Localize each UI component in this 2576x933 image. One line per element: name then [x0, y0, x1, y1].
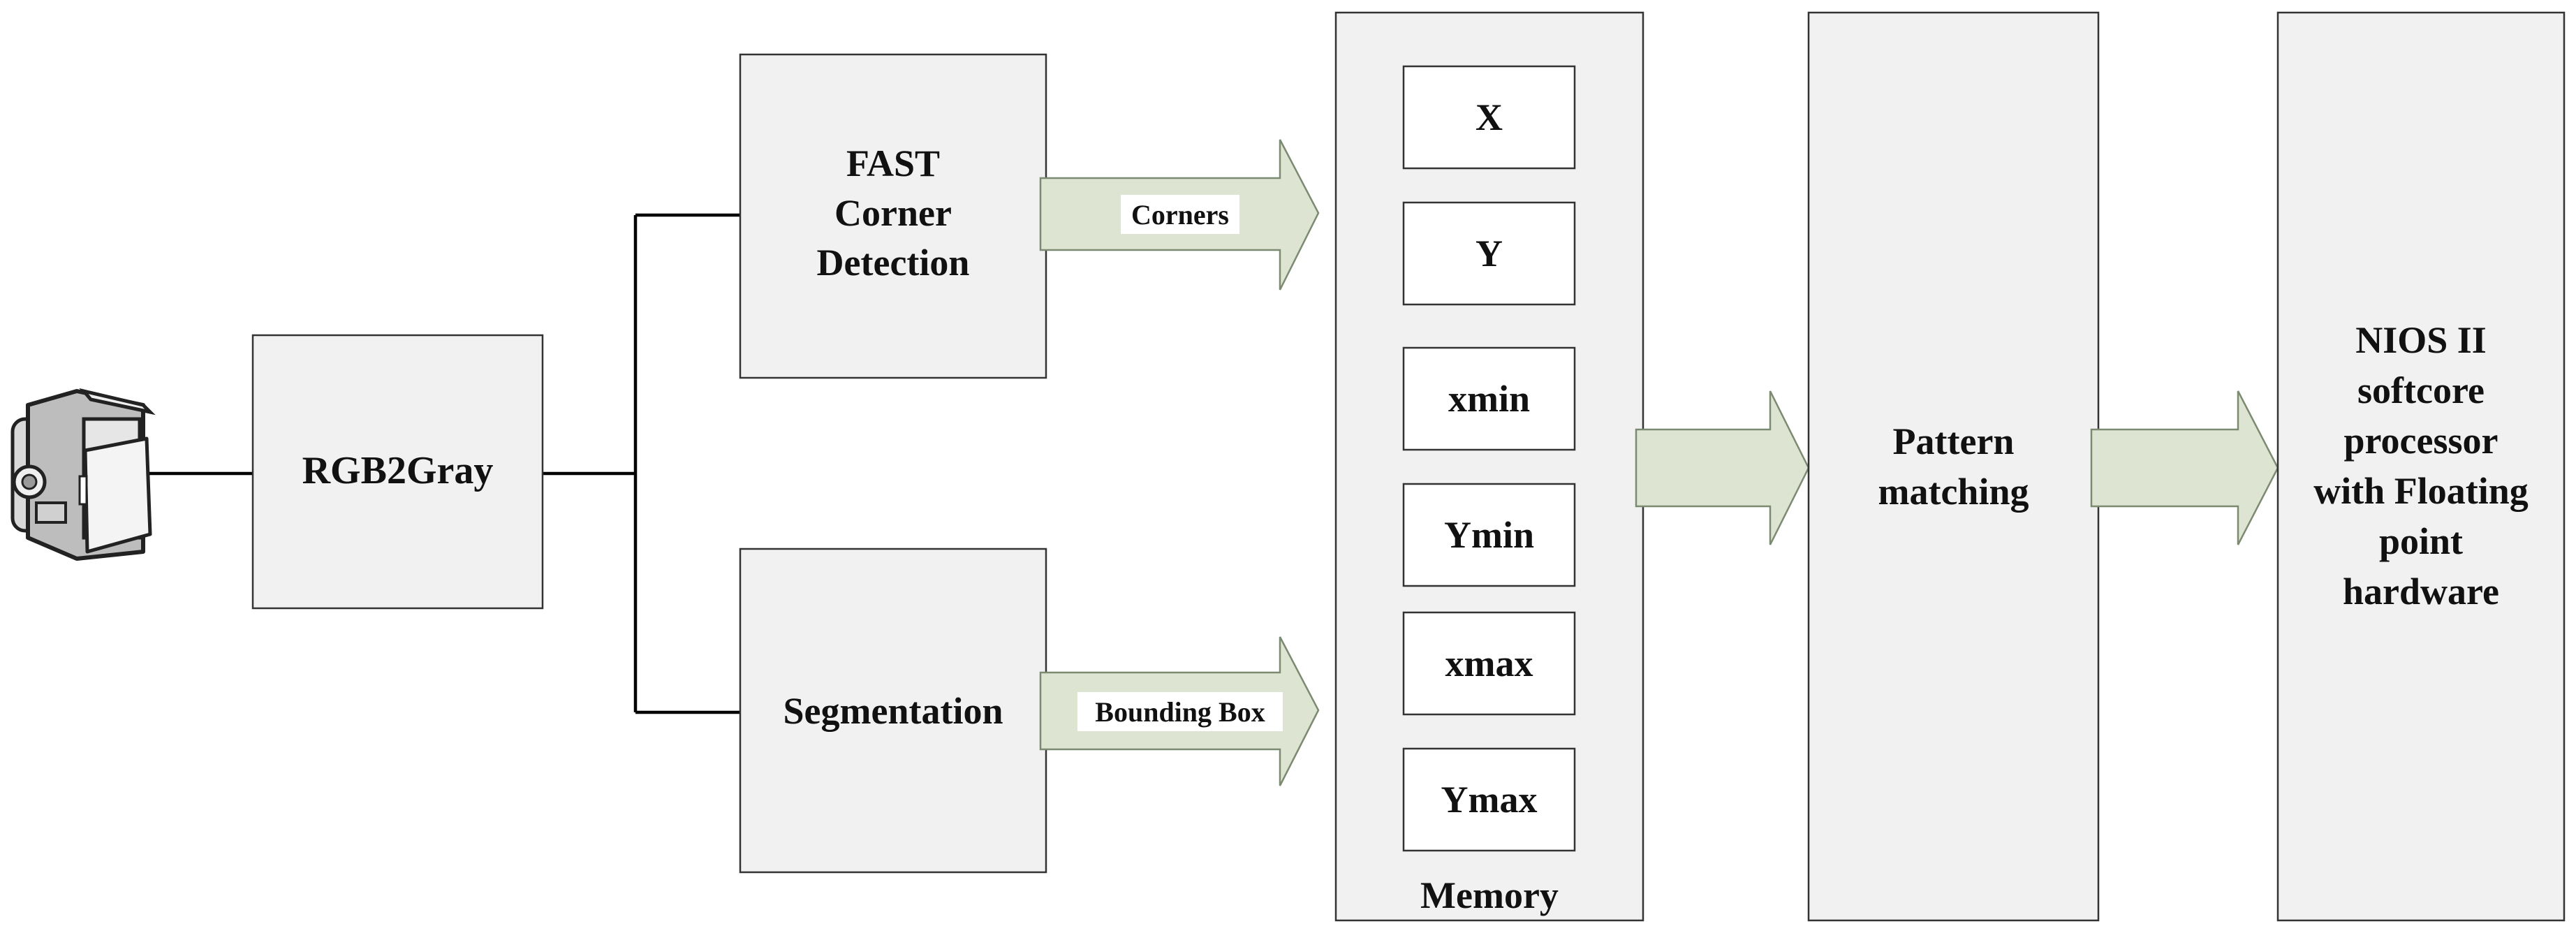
memory-cell-xmax: xmax — [1402, 611, 1576, 716]
fast-label-line-1: FAST — [846, 142, 940, 184]
pattern-to-nios-arrow — [2090, 390, 2279, 545]
nios-label-line-1: NIOS II — [2355, 319, 2487, 361]
video-camera-icon — [10, 388, 156, 561]
segmentation-block: Segmentation — [739, 548, 1047, 874]
nios-label-line-4: with Floating — [2313, 470, 2529, 512]
memory-block: X Y xmin Ymin xmax Ymax Memory — [1334, 11, 1644, 922]
fast-corner-detection-block: FAST Corner Detection — [739, 53, 1047, 379]
pattern-label-line-1: Pattern — [1893, 420, 2015, 462]
svg-text:Ymax: Ymax — [1441, 779, 1538, 821]
corners-arrow: Corners — [1039, 139, 1320, 291]
pattern-label-line-2: matching — [1878, 471, 2029, 513]
svg-text:xmax: xmax — [1445, 642, 1533, 684]
bounding-box-arrow: Bounding Box — [1039, 636, 1320, 786]
fast-label-line-3: Detection — [817, 242, 970, 284]
nios-label-line-3: processor — [2344, 420, 2498, 462]
nios-label-line-6: hardware — [2343, 571, 2499, 612]
svg-text:Y: Y — [1475, 233, 1503, 274]
segmentation-label: Segmentation — [783, 690, 1003, 732]
memory-to-pattern-arrow — [1635, 390, 1810, 545]
memory-cell-ymax: Ymax — [1402, 747, 1576, 852]
memory-cell-y: Y — [1402, 201, 1576, 306]
memory-cell-ymin: Ymin — [1402, 483, 1576, 587]
svg-text:X: X — [1475, 96, 1503, 138]
corners-label: Corners — [1131, 199, 1229, 230]
fast-label-line-2: Corner — [834, 192, 952, 234]
svg-text:Ymin: Ymin — [1444, 514, 1534, 556]
bounding-box-label: Bounding Box — [1095, 696, 1265, 728]
nios-ii-processor-block: NIOS II softcore processor with Floating… — [2276, 11, 2566, 922]
pattern-matching-block: Pattern matching — [1807, 11, 2100, 922]
rgb2gray-block: RGB2Gray — [251, 334, 544, 610]
rgb2gray-label: RGB2Gray — [302, 449, 494, 492]
nios-label-line-5: point — [2379, 520, 2463, 562]
nios-label-line-2: softcore — [2357, 369, 2485, 411]
svg-text:xmin: xmin — [1448, 378, 1530, 420]
memory-label: Memory — [1420, 874, 1559, 916]
memory-cell-x: X — [1402, 65, 1576, 170]
memory-cell-xmin: xmin — [1402, 346, 1576, 451]
